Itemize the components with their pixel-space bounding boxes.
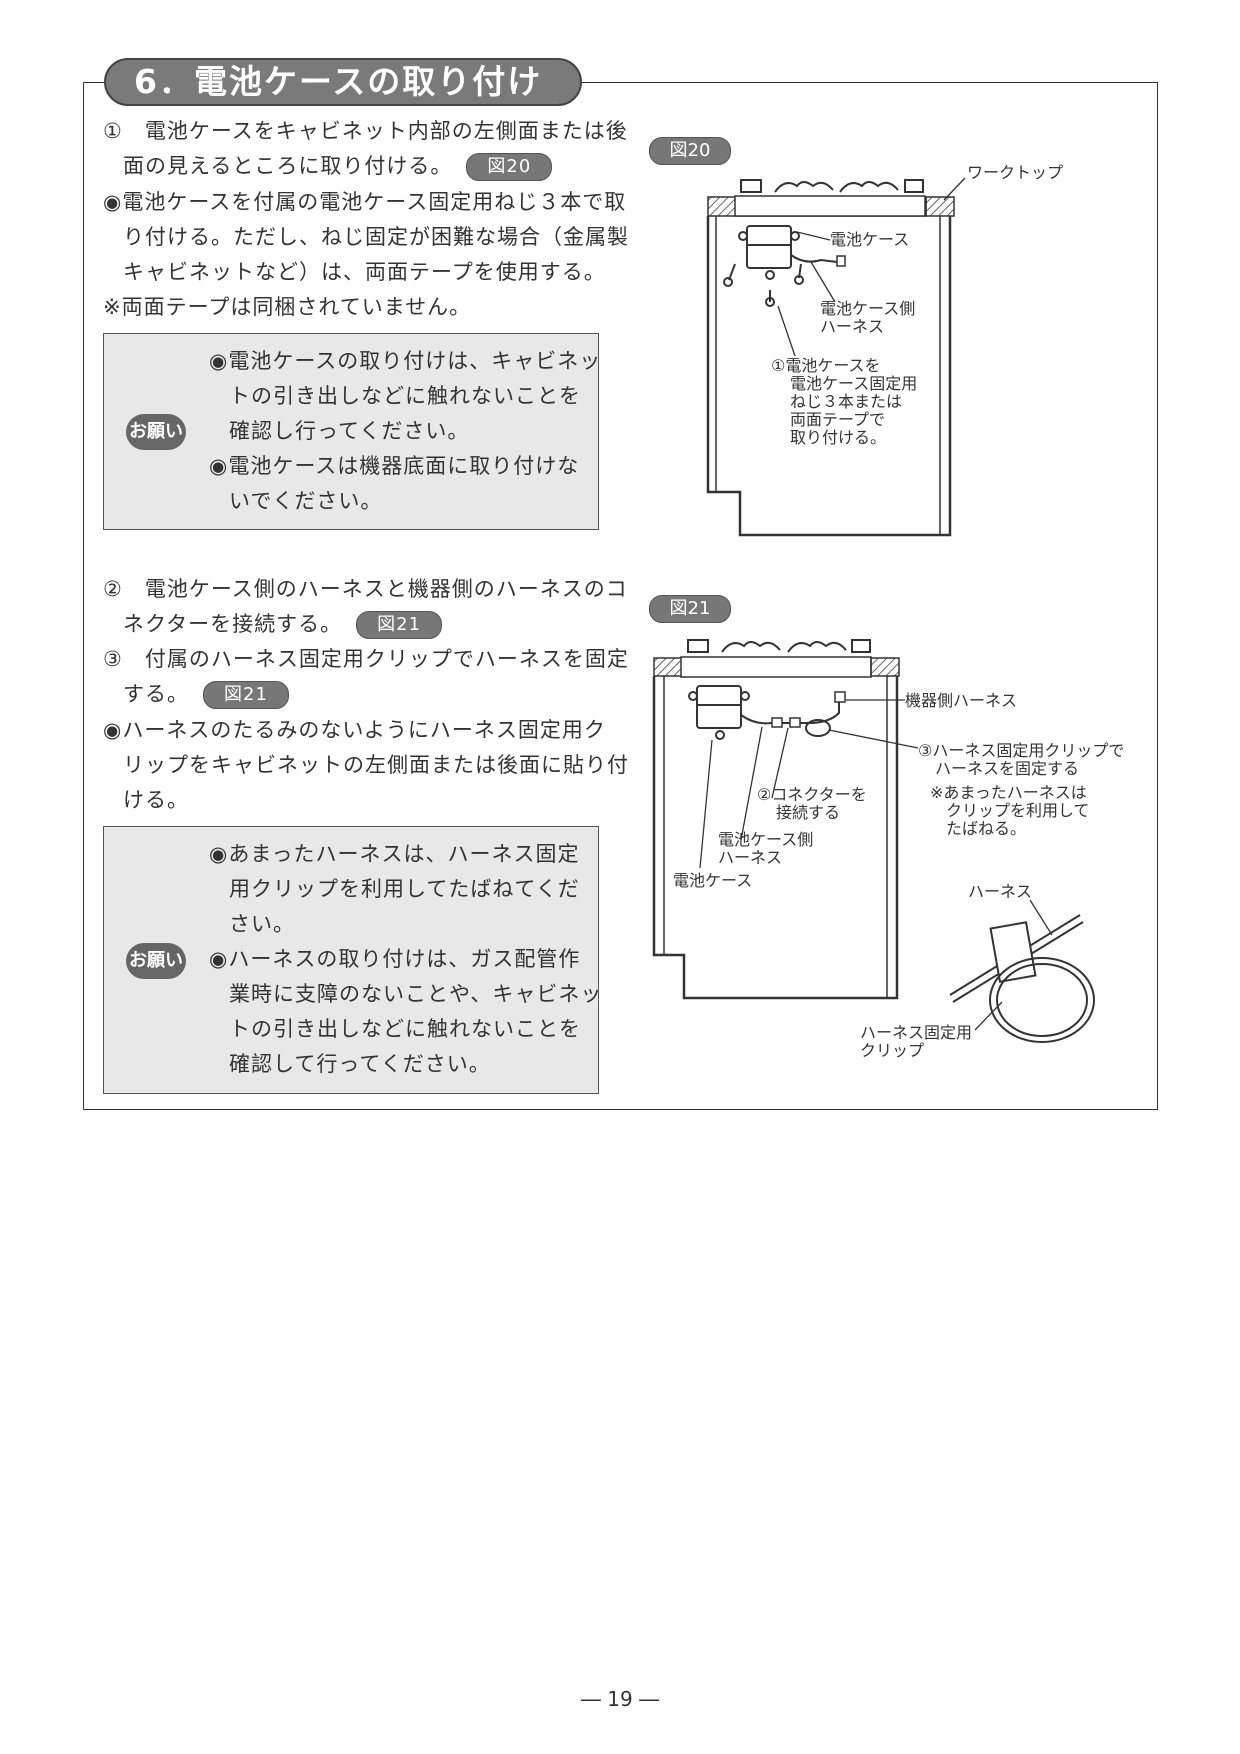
section-title: 6．電池ケースの取り付け [104, 58, 582, 106]
battery-case-icon [688, 685, 750, 740]
stove-top-icon [687, 639, 871, 653]
fig21-ref-badge[interactable]: 図21 [356, 611, 443, 639]
fig21-clip-name-label: クリップ [860, 1041, 924, 1060]
fig21-battery-case-label: 電池ケース [673, 871, 752, 890]
fig21-clip-label: ③ハーネス固定用クリップで [918, 741, 1124, 760]
connector-icon [771, 717, 783, 728]
fig21-device-harness-label: 機器側ハーネス [905, 691, 1017, 710]
caution-label: お願い [126, 943, 186, 979]
fig20-ref-badge[interactable]: 図20 [466, 153, 553, 181]
section-frame [83, 82, 1158, 1110]
battery-case-icon [738, 225, 800, 280]
page-number: ― 19 ― [580, 1687, 660, 1711]
caution-line: ◉電池ケースの取り付けは、キャビネッ [209, 349, 602, 373]
cabinet-outline [652, 676, 899, 1000]
fig20-step-label: 両面テープで [790, 410, 885, 429]
fig20-step-label: 電池ケース固定用 [790, 374, 917, 393]
caution-line: ◉電池ケースは機器底面に取り付けな [209, 454, 580, 478]
screw-icon [723, 263, 804, 307]
step3-bullet-line1: ◉ハーネスのたるみのないようにハーネス固定用ク [103, 718, 606, 742]
caution-label: お願い [126, 414, 186, 450]
fig21-clip-note: たばねる。 [946, 819, 1026, 838]
fig21-connector-label: ②コネクターを [757, 785, 867, 804]
fig21-case-harness-label: 電池ケース側 [718, 830, 813, 849]
fig20-step-label: ねじ３本または [790, 392, 902, 411]
step3-bullet-line2: リップをキャビネットの左側面または後面に貼り付 [123, 753, 629, 777]
harness-clip-detail-icon [949, 914, 1095, 1043]
stove-top-icon [740, 179, 924, 193]
caution-line: 確認し行ってください。 [229, 419, 470, 443]
step3-line2: する。図21 [123, 679, 289, 709]
fig21-connector-label: 接続する [776, 803, 840, 822]
fig21-label: 図21 [649, 595, 731, 623]
step1-bullet-line2: り付ける。ただし、ねじ固定が困難な場合（金属製 [123, 225, 629, 249]
fig20-harness-label: 電池ケース側 [820, 299, 915, 318]
fig21-ref-badge[interactable]: 図21 [203, 681, 289, 709]
step1-note: ※両面テープは同梱されていません。 [103, 295, 472, 319]
caution-box-2: お願い ◉あまったハーネスは、ハーネス固定 用クリップを利用してたばねてくだ さ… [103, 826, 603, 1094]
caution-line: 用クリップを利用してたばねてくだ [229, 877, 580, 901]
step2-line2: ネクターを接続する。図21 [123, 609, 443, 639]
caution-line: ◉あまったハーネスは、ハーネス固定 [209, 842, 580, 866]
connector-icon [789, 717, 801, 728]
step3-line1: ③ 付属のハーネス固定用クリップでハーネスを固定 [103, 647, 629, 671]
fig20-battery-case-label: 電池ケース [830, 230, 909, 249]
step2-line1: ② 電池ケース側のハーネスと機器側のハーネスのコ [103, 577, 628, 601]
fig21-clip-note: クリップを利用して [946, 801, 1090, 820]
clip-loop-icon [805, 719, 831, 737]
caution-line: 業時に支障のないことや、キャビネッ [229, 982, 603, 1006]
fig20-step-label: ①電池ケースを [771, 356, 881, 375]
caution-line: トの引き出しなどに触れないことを [229, 384, 581, 408]
step1-line1: ① 電池ケースをキャビネット内部の左側面または後 [103, 119, 628, 143]
caution-line: トの引き出しなどに触れないことを [229, 1017, 581, 1041]
fig21-clip-name-label: ハーネス固定用 [860, 1023, 972, 1042]
step1-line2: 面の見えるところに取り付ける。図20 [123, 151, 553, 181]
step1-bullet-line3: キャビネットなど）は、両面テープを使用する。 [123, 260, 606, 284]
fig20-worktop-label: ワークトップ [967, 163, 1063, 182]
fig21-harness-label: ハーネス [968, 882, 1032, 901]
fig21-clip-note: ※あまったハーネスは [930, 783, 1087, 802]
step1-bullet-line1: ◉電池ケースを付属の電池ケース固定用ねじ３本で取 [103, 190, 627, 214]
cabinet-outline [706, 216, 952, 537]
fig20-label: 図20 [649, 137, 731, 165]
fig21-clip-label: ハーネスを固定する [935, 759, 1079, 778]
caution-line: いでください。 [229, 489, 383, 513]
caution-box-1: お願い ◉電池ケースの取り付けは、キャビネッ トの引き出しなどに触れないことを … [103, 333, 602, 530]
fig20-harness-label: ハーネス [820, 317, 884, 336]
harness-line [790, 254, 838, 263]
fig21-case-harness-label: ハーネス [718, 848, 782, 867]
step3-bullet-line3: ける。 [123, 788, 189, 812]
caution-line: 確認して行ってください。 [229, 1052, 491, 1076]
caution-line: ◉ハーネスの取り付けは、ガス配管作 [209, 947, 581, 971]
fig20-step-label: 取り付ける。 [790, 428, 886, 447]
caution-line: さい。 [229, 912, 295, 936]
